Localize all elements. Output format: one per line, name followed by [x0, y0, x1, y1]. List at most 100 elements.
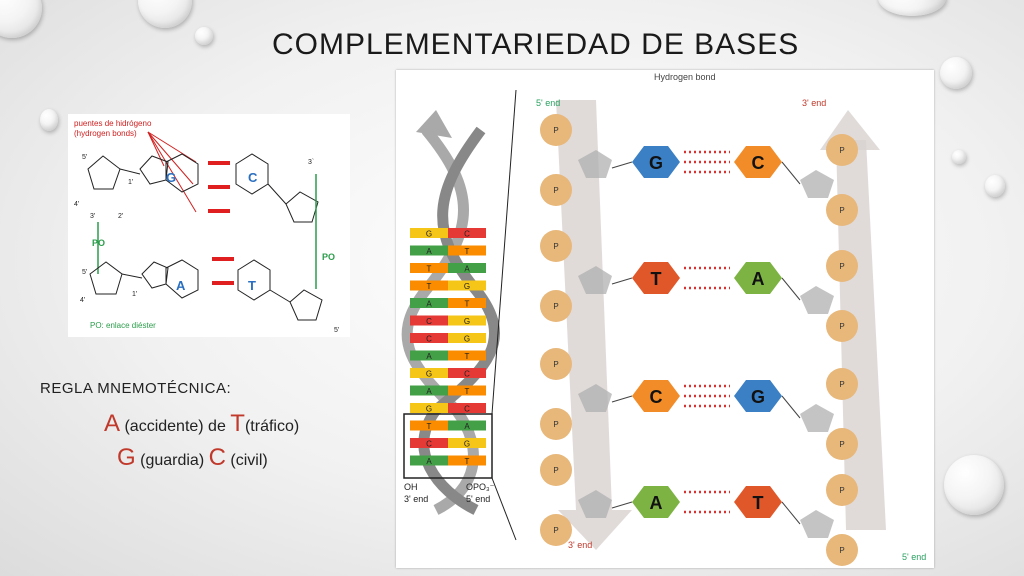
sugar-ring	[578, 266, 612, 294]
label-4prime: 4'	[80, 297, 85, 304]
helix-base-label: G	[426, 405, 432, 414]
nucleobase-label: T	[753, 493, 764, 513]
nucleobase-right	[734, 486, 782, 518]
end-label: 5' end	[536, 98, 560, 108]
helix-base-label: T	[427, 265, 432, 274]
oh-label: OH	[404, 482, 418, 492]
zoom-line	[491, 89, 517, 415]
helix-base	[410, 245, 448, 256]
nucleobase-label: G	[751, 387, 765, 407]
helix-base	[410, 333, 448, 343]
purine-ring	[141, 261, 169, 289]
base-g-label: G	[166, 170, 176, 185]
water-drop	[985, 175, 1005, 197]
helix-base-label: T	[465, 247, 470, 256]
helix-base	[448, 438, 486, 448]
annotation-arrows	[147, 131, 197, 213]
end-label: 5' end	[902, 552, 926, 562]
base-pairing-diagram: puentes de hidrógeno (hydrogen bonds) G …	[68, 114, 350, 337]
helix-base	[410, 438, 448, 448]
phosphate-label: P	[553, 526, 558, 535]
phosphate-label: P	[839, 262, 844, 271]
strand-arrow-down	[556, 100, 632, 550]
label-1prime: 1'	[128, 179, 133, 186]
phosphate-group	[540, 174, 572, 206]
water-drop	[195, 27, 213, 45]
phosphate-group	[540, 348, 572, 380]
helix-base-label: G	[464, 335, 470, 344]
helix-base	[448, 263, 486, 273]
water-drop	[878, 0, 946, 16]
glycosidic-bond	[781, 161, 801, 185]
phosphate-label: P	[839, 440, 844, 449]
sugar-ring	[89, 261, 123, 295]
phosphate-label: P	[553, 126, 558, 135]
nucleobase-left	[632, 262, 680, 294]
zoom-line	[491, 477, 517, 541]
phosphate-group	[826, 310, 858, 342]
hydrogen-bond-label: Hydrogen bond	[654, 72, 716, 82]
base-c-label: C	[248, 170, 258, 185]
nucleobase-left	[632, 486, 680, 518]
helix-base-label: T	[465, 387, 470, 396]
helix-base-label: G	[426, 370, 432, 379]
base-pairing-svg: puentes de hidrógeno (hydrogen bonds) G …	[74, 119, 339, 334]
helix-base	[448, 420, 486, 431]
sugar-ring	[289, 289, 323, 321]
nucleobase-label: T	[651, 269, 662, 289]
sugar-ring	[578, 150, 612, 178]
helix-base-label: A	[464, 422, 470, 431]
zoom-box	[403, 413, 493, 479]
helix-base	[410, 420, 448, 431]
rule-letter: T	[230, 410, 245, 437]
phosphate-label: P	[553, 466, 558, 475]
helix-base-label: G	[426, 230, 432, 239]
helix-base-label: A	[464, 265, 470, 274]
helix-base-label: C	[464, 230, 470, 239]
rule-text: (guardia)	[135, 452, 209, 469]
helix-base-label: G	[464, 282, 470, 291]
glycosidic-bond	[611, 161, 633, 169]
phosphate-group	[540, 290, 572, 322]
label-5prime-right: 5'	[334, 327, 339, 334]
oh-end-label: 3' end	[404, 494, 428, 504]
helix-base	[410, 385, 448, 396]
rule-letter: A	[104, 410, 121, 437]
nucleobase-right	[734, 146, 782, 178]
po-label: PO	[322, 252, 335, 262]
phosphate-label: P	[839, 546, 844, 555]
helix-base-label: A	[426, 387, 432, 396]
nucleobase-label: G	[649, 153, 663, 173]
phosphate-group	[826, 534, 858, 566]
label-5prime: 5'	[82, 154, 87, 161]
helix-base	[448, 333, 486, 343]
hbond-annotation-en: (hydrogen bonds)	[74, 129, 137, 138]
nucleobase-label: A	[752, 269, 765, 289]
phosphate-label: P	[553, 242, 558, 251]
phosphate-group	[826, 194, 858, 226]
nucleobase-label: A	[650, 493, 663, 513]
helix-base-label: C	[426, 317, 432, 326]
phosphate-label: P	[553, 360, 558, 369]
water-drop	[940, 57, 972, 89]
hbonds-at	[212, 257, 234, 285]
phosphate-label: P	[839, 146, 844, 155]
sugar-ring	[800, 404, 834, 432]
rule-text: (tráfico)	[244, 418, 300, 435]
nucleobase-right	[734, 262, 782, 294]
helix-base-label: C	[464, 405, 470, 414]
helix-base	[448, 245, 486, 256]
label-5prime: 5'	[82, 269, 87, 276]
helix-base	[448, 350, 486, 361]
helix-base	[448, 403, 486, 413]
helix-base	[410, 350, 448, 361]
helix-base	[410, 280, 448, 291]
nucleobase-label: C	[752, 153, 765, 173]
helix-base-label: T	[465, 457, 470, 466]
helix-base-label: A	[426, 247, 432, 256]
glycosidic-bond	[611, 277, 633, 285]
end-label: 3' end	[802, 98, 826, 108]
